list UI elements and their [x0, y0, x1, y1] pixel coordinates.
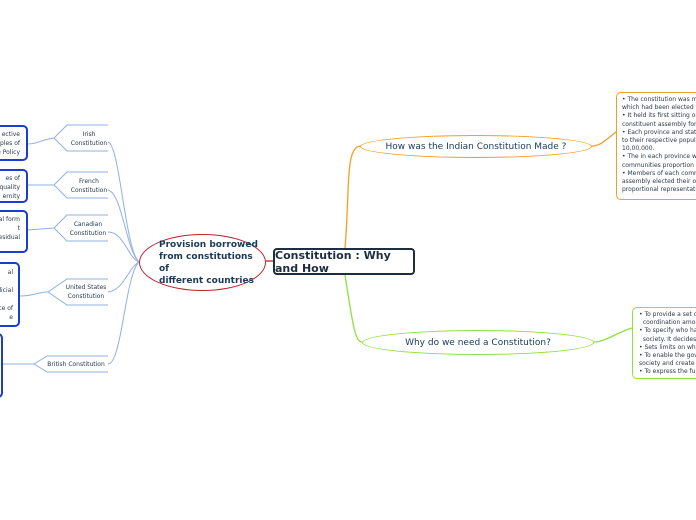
why-need-notes: • To provide a set of coordination among…	[632, 307, 696, 379]
country-label: Irish	[82, 131, 96, 138]
note-line: assembly elected their own	[622, 178, 696, 186]
note-line: • The in each province were	[622, 153, 696, 161]
country-french[interactable]: French Constitution	[70, 177, 108, 195]
connector-irish	[107, 141, 140, 263]
connector-us	[107, 261, 140, 293]
feature-line: al	[7, 269, 13, 276]
note-line: society. It decides h	[639, 335, 696, 343]
feature-line: ernity	[2, 193, 20, 200]
country-label: British Constitution	[47, 361, 105, 368]
country-label: Constitution	[70, 187, 108, 194]
feature-line: e	[9, 314, 13, 321]
connector-feature-3	[27, 227, 55, 231]
note-line: • To express the fun	[639, 368, 696, 376]
central-topic[interactable]: Constitution : Why and How	[273, 248, 415, 275]
connector-british	[107, 261, 140, 365]
connector-how	[344, 145, 361, 249]
feature-line: ciples of	[0, 140, 20, 147]
note-line: which had been elected for	[622, 104, 696, 112]
note-line: • Members of each commun	[622, 169, 696, 177]
country-label: Constitution	[69, 230, 107, 237]
country-label: United States	[65, 284, 107, 291]
topic-why-need-label: Why do we need a Constitution?	[405, 337, 551, 348]
country-united-states[interactable]: United States Constitution	[62, 283, 110, 301]
connector-why	[344, 274, 363, 343]
note-line: • To enable the gove	[639, 352, 696, 360]
country-canadian[interactable]: Canadian Constitution	[68, 220, 108, 238]
note-line: • To provide a set of	[639, 311, 696, 318]
feature-line: Equality	[0, 184, 20, 191]
connector-canadian	[107, 231, 140, 263]
central-topic-label: Constitution : Why and How	[275, 248, 391, 275]
topic-how-made[interactable]: How was the Indian Constitution Made ?	[360, 135, 592, 158]
note-line: constituent assembly for di	[622, 120, 696, 128]
country-irish[interactable]: Irish Constitution	[70, 130, 108, 148]
note-line: communities proportion to	[622, 161, 696, 169]
country-label: Constitution	[70, 140, 108, 147]
note-line: • To specify who has	[639, 327, 696, 335]
connector-how-notes	[591, 131, 617, 147]
feature-line: eral form	[0, 216, 20, 223]
feature-line: es of	[5, 175, 20, 182]
feature-line: ective	[1, 131, 20, 138]
feature-line: dicial	[0, 287, 13, 294]
topic-why-need[interactable]: Why do we need a Constitution?	[362, 330, 594, 355]
how-made-notes: • The constitution was mad which had bee…	[616, 92, 696, 200]
note-line: 10,00,000.	[622, 145, 655, 153]
note-line: • Each province and state w	[622, 128, 696, 136]
feature-line: esidual	[0, 234, 20, 241]
feature-box-united-states[interactable]: al dicial ce of e	[0, 262, 20, 327]
note-line: society and create c	[639, 360, 696, 368]
connector-french	[107, 189, 140, 263]
provision-label-line: different countries	[159, 275, 254, 286]
feature-box-canadian[interactable]: eral form t esidual	[0, 210, 28, 253]
note-line: proportional representatio	[622, 186, 696, 194]
country-label: French	[79, 178, 99, 185]
feature-line	[0, 277, 13, 286]
topic-how-made-label: How was the Indian Constitution Made ?	[385, 141, 567, 152]
provision-label-line: Provision borrowed	[159, 239, 258, 250]
feature-line: t	[17, 225, 20, 232]
note-line: to their respective populati	[622, 137, 696, 145]
note-line: • It held its first sitting on 9	[622, 112, 696, 120]
feature-box-french[interactable]: es of Equality ernity	[0, 169, 28, 203]
country-label: Constitution	[67, 293, 105, 300]
feature-line: e Policy	[0, 149, 20, 156]
note-line: coordination among	[642, 319, 696, 327]
topic-provision-borrowed[interactable]: Provision borrowed from constitutions of…	[139, 234, 266, 291]
feature-box-irish[interactable]: ective ciples of e Policy	[0, 125, 28, 161]
connector-why-notes	[593, 327, 633, 343]
connector-feature-4	[19, 291, 49, 297]
feature-line	[0, 295, 13, 304]
country-british[interactable]: British Constitution	[44, 360, 108, 369]
note-line: • Sets limits on what	[639, 343, 696, 351]
feature-line: ce of	[0, 305, 13, 312]
note-line: • The constitution was mad	[622, 96, 696, 103]
connector-feature-1	[27, 137, 55, 145]
country-label: Canadian	[73, 221, 103, 228]
feature-box-british[interactable]	[0, 333, 3, 398]
provision-label-line: from constitutions of	[159, 251, 253, 274]
